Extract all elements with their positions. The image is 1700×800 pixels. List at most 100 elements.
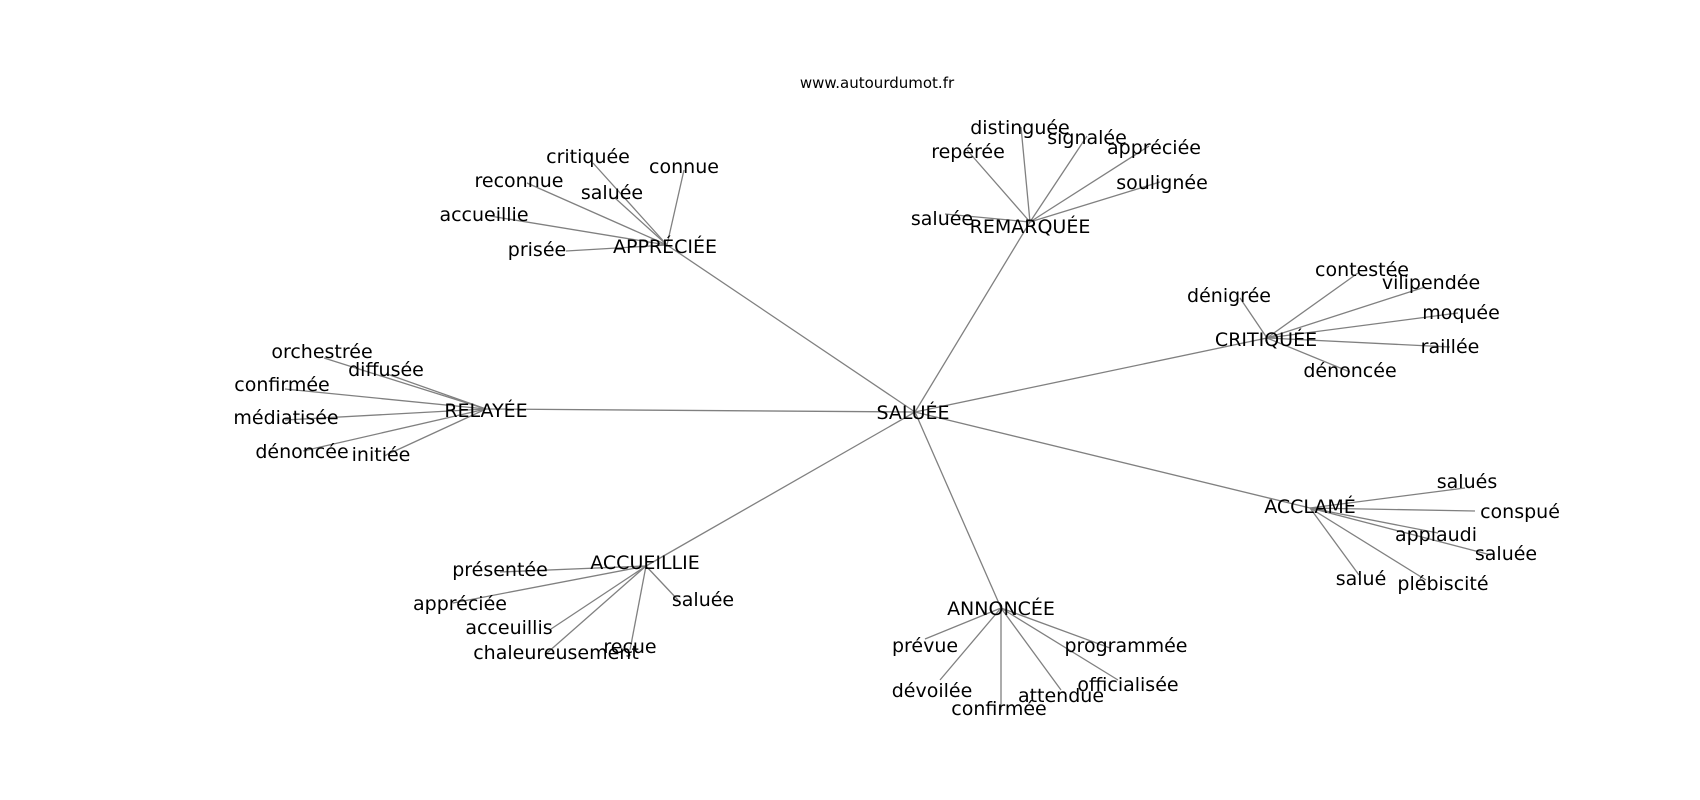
edge-acclame-leaf-1: [1309, 507, 1476, 512]
leaf-label-annoncee-4[interactable]: attendue: [1018, 685, 1104, 707]
edge-center-appreciee: [666, 244, 916, 413]
leaf-label-accueillie-2[interactable]: saluée: [672, 589, 734, 611]
group-node-label-appreciee[interactable]: APPRÉCIÉE: [613, 235, 717, 258]
edge-appreciee-leaf-3: [614, 197, 668, 246]
leaf-label-acclame-2[interactable]: applaudi: [1395, 524, 1477, 546]
leaf-label-accueillie-3[interactable]: acceuillis: [465, 617, 552, 639]
group-node-label-critiquee[interactable]: CRITIQUÉE: [1215, 328, 1317, 351]
edge-relayee-leaf-0: [323, 357, 487, 410]
leaf-label-remarquee-0[interactable]: distinguée: [970, 117, 1070, 139]
leaf-label-annoncee-1[interactable]: programmée: [1065, 635, 1188, 657]
edge-relayee-leaf-1: [386, 373, 487, 410]
edge-center-relayee: [485, 408, 916, 413]
group-node-label-relayee[interactable]: RELAYÉE: [444, 399, 527, 422]
leaf-label-critiquee-5[interactable]: dénoncée: [1303, 360, 1396, 382]
leaf-label-critiquee-3[interactable]: moquée: [1422, 302, 1500, 324]
edge-accueillie-leaf-1: [452, 565, 647, 604]
edge-center-remarquee: [914, 221, 1031, 413]
leaf-label-appreciee-3[interactable]: saluée: [581, 182, 643, 204]
edge-accueillie-leaf-0: [499, 565, 647, 573]
edge-acclame-leaf-2: [1309, 507, 1439, 534]
leaf-label-critiquee-0[interactable]: contestée: [1315, 259, 1409, 281]
leaf-label-acclame-5[interactable]: plébiscité: [1397, 573, 1488, 595]
edge-appreciee-leaf-0: [592, 162, 668, 246]
edge-critiquee-leaf-3: [1266, 312, 1459, 339]
edge-relayee-leaf-4: [302, 408, 487, 452]
labels: SALUÉE APPRÉCIÉE critiquée connue reconnue sa…: [233, 117, 1560, 720]
leaf-label-relayee-1[interactable]: diffusée: [348, 359, 424, 381]
leaf-label-appreciee-4[interactable]: accueillie: [439, 204, 528, 226]
leaf-label-relayee-2[interactable]: confirmée: [234, 374, 329, 396]
edge-critiquee-leaf-2: [1266, 286, 1426, 339]
leaf-label-critiquee-2[interactable]: vilipendée: [1382, 272, 1480, 294]
edge-annoncee-leaf-4: [1000, 607, 1062, 691]
edge-critiquee-leaf-0: [1266, 272, 1359, 339]
edge-appreciee-leaf-2: [526, 182, 668, 246]
edge-center-critiquee: [914, 337, 1268, 413]
leaf-label-remarquee-3[interactable]: appréciée: [1107, 137, 1201, 159]
edge-acclame-leaf-3: [1309, 507, 1492, 556]
leaf-label-acclame-3[interactable]: saluée: [1475, 543, 1537, 565]
leaf-label-appreciee-0[interactable]: critiquée: [546, 146, 630, 168]
leaf-label-acclame-0[interactable]: salués: [1437, 471, 1497, 493]
edge-appreciee-leaf-4: [489, 215, 668, 246]
center-node-label[interactable]: SALUÉE: [877, 401, 950, 424]
edge-acclame-leaf-4: [1309, 507, 1360, 576]
edge-critiquee-leaf-5: [1266, 337, 1351, 373]
leaf-label-annoncee-5[interactable]: confirmée: [951, 698, 1046, 720]
edge-accueillie-leaf-5: [629, 565, 647, 651]
leaf-label-relayee-5[interactable]: initiée: [352, 444, 411, 466]
edge-annoncee-leaf-3: [1000, 607, 1119, 681]
leaf-label-remarquee-1[interactable]: repérée: [931, 141, 1005, 163]
leaf-label-acclame-1[interactable]: conspué: [1480, 501, 1560, 523]
edge-acclame-leaf-0: [1309, 487, 1466, 509]
leaf-label-appreciee-1[interactable]: connue: [649, 156, 719, 178]
edge-relayee-leaf-2: [284, 388, 487, 410]
group-node-label-acclame[interactable]: ACCLAMÉ: [1264, 495, 1356, 518]
edge-remarquee-leaf-2: [1029, 135, 1088, 223]
edge-remarquee-leaf-1: [966, 149, 1031, 223]
leaf-label-appreciee-5[interactable]: prisée: [508, 239, 566, 261]
leaf-label-remarquee-2[interactable]: signalée: [1047, 127, 1127, 149]
leaf-label-appreciee-2[interactable]: reconnue: [475, 170, 564, 192]
edge-remarquee-leaf-5: [944, 213, 1031, 223]
leaf-label-remarquee-4[interactable]: soulignée: [1116, 172, 1208, 194]
edge-remarquee-leaf-0: [1020, 126, 1031, 223]
leaf-label-relayee-3[interactable]: médiatisée: [233, 407, 338, 429]
edges: [284, 126, 1492, 710]
edge-accueillie-leaf-4: [546, 565, 647, 654]
leaf-label-critiquee-1[interactable]: dénigrée: [1187, 285, 1271, 307]
edge-center-annoncee: [914, 411, 1002, 609]
edge-critiquee-leaf-4: [1266, 337, 1451, 348]
site-label: www.autourdumot.fr: [800, 74, 955, 92]
edge-relayee-leaf-5: [383, 408, 487, 457]
leaf-label-accueillie-0[interactable]: présentée: [452, 559, 548, 581]
leaf-label-annoncee-2[interactable]: dévoilée: [892, 680, 973, 702]
edge-critiquee-leaf-1: [1239, 297, 1268, 339]
edge-relayee-leaf-3: [284, 408, 487, 421]
leaf-label-relayee-0[interactable]: orchestrée: [271, 341, 372, 363]
edge-remarquee-leaf-3: [1029, 145, 1150, 223]
edge-acclame-leaf-5: [1309, 507, 1427, 581]
edge-annoncee-leaf-2: [939, 607, 1002, 681]
leaf-label-accueillie-1[interactable]: appréciée: [413, 593, 507, 615]
leaf-label-relayee-4[interactable]: dénoncée: [255, 441, 348, 463]
group-node-label-accueillie[interactable]: ACCUEILLIE: [590, 552, 700, 574]
edge-annoncee-leaf-0: [924, 607, 1002, 640]
leaf-label-acclame-4[interactable]: salué: [1336, 568, 1387, 590]
group-node-label-remarquee[interactable]: REMARQUÉE: [970, 215, 1091, 238]
edge-annoncee-leaf-1: [1000, 607, 1111, 649]
leaf-label-accueillie-5[interactable]: reçue: [603, 636, 656, 658]
leaf-label-annoncee-3[interactable]: officialisée: [1077, 674, 1178, 696]
leaf-label-annoncee-0[interactable]: prévue: [892, 635, 958, 657]
leaf-label-accueillie-4[interactable]: chaleureusement: [473, 642, 639, 664]
edge-appreciee-leaf-5: [565, 244, 668, 252]
edge-remarquee-leaf-4: [1029, 181, 1161, 223]
leaf-label-critiquee-4[interactable]: raillée: [1421, 336, 1480, 358]
edge-center-acclame: [914, 411, 1311, 509]
group-node-label-annoncee[interactable]: ANNONCÉE: [947, 597, 1055, 620]
leaf-label-remarquee-5[interactable]: saluée: [911, 208, 973, 230]
edge-appreciee-leaf-1: [666, 169, 685, 246]
edge-accueillie-leaf-2: [645, 565, 679, 601]
